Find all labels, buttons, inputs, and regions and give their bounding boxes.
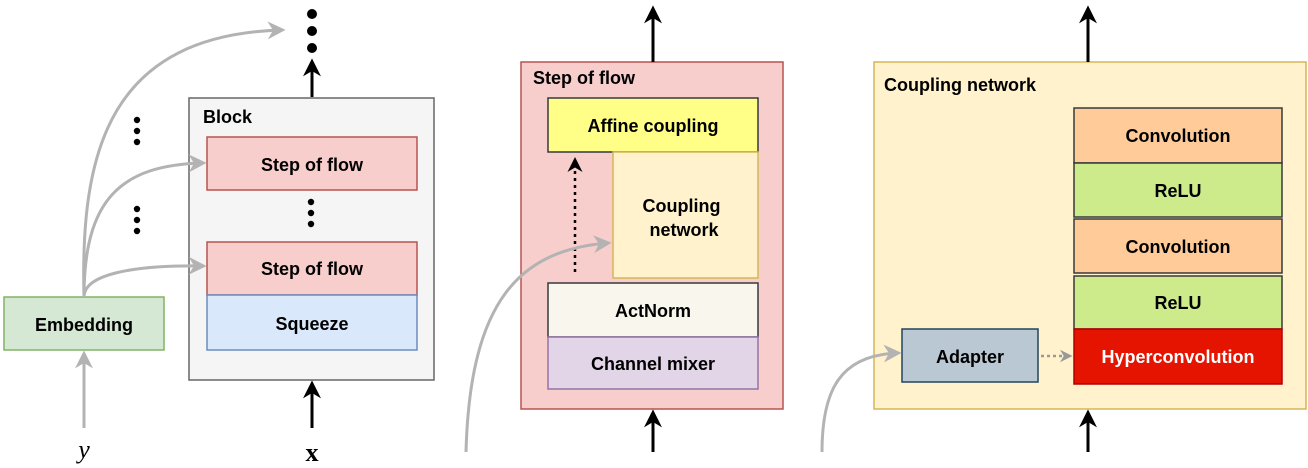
relu-top-label: ReLU: [1154, 181, 1201, 201]
input-y-label: y: [75, 435, 90, 464]
adapter-input-arrow: [820, 344, 902, 453]
step-of-flow-title: Step of flow: [533, 68, 636, 88]
vertical-ellipsis-left-upper: [133, 116, 141, 146]
panel-step-of-flow: Step of flow Affine coupling Coupling ne…: [464, 5, 784, 453]
channel-mixer-box: [547, 336, 759, 390]
actnorm-label: ActNorm: [615, 301, 691, 321]
affine-coupling-box: [547, 97, 759, 153]
coupling-network-title: Coupling network: [884, 75, 1037, 95]
coupling-network-label: Coupling network: [643, 196, 726, 240]
hyperconvolution-box: [1073, 328, 1283, 385]
panel-coupling-network: Coupling network Convolution ReLU Convol…: [820, 5, 1307, 453]
step-of-flow-top-label: Step of flow: [261, 155, 364, 175]
convolution-top-box: [1073, 107, 1283, 164]
step-of-flow-bottom-box: [206, 241, 418, 296]
embedding-to-step-bottom-arrow: [82, 256, 207, 298]
coupling-network-box: [612, 151, 759, 279]
convolution-bottom-box: [1073, 218, 1283, 274]
relu-bottom-label: ReLU: [1154, 293, 1201, 313]
vertical-ellipsis-top: [307, 9, 317, 53]
channel-mixer-label: Channel mixer: [591, 354, 715, 374]
step-of-flow-bottom-label: Step of flow: [261, 259, 364, 279]
convolution-top-label: Convolution: [1126, 126, 1231, 146]
adapter-box: [901, 328, 1039, 383]
convolution-bottom-label: Convolution: [1126, 237, 1231, 257]
block-title: Block: [203, 107, 253, 127]
embedding-box: [3, 296, 165, 351]
embedding-to-step-top-arrow: [82, 154, 207, 298]
actnorm-box: [547, 282, 759, 338]
embedding-to-next-block-arrow: [82, 21, 286, 298]
squeeze-label: Squeeze: [275, 314, 348, 334]
step-of-flow-top-box: [206, 136, 418, 191]
relu-top-box: [1073, 162, 1283, 218]
adapter-label: Adapter: [936, 347, 1004, 367]
affine-coupling-label: Affine coupling: [588, 116, 719, 136]
vertical-ellipsis-inner: [307, 198, 315, 228]
embedding-label: Embedding: [35, 315, 133, 335]
conditioning-input-arrow: [464, 235, 612, 453]
vertical-ellipsis-left-lower: [133, 205, 141, 235]
squeeze-box: [206, 294, 418, 351]
input-x-label: x: [306, 438, 319, 467]
hyperconvolution-label: Hyperconvolution: [1101, 347, 1254, 367]
panel-block: Block Step of flow Step of flow Squeeze …: [3, 9, 435, 467]
